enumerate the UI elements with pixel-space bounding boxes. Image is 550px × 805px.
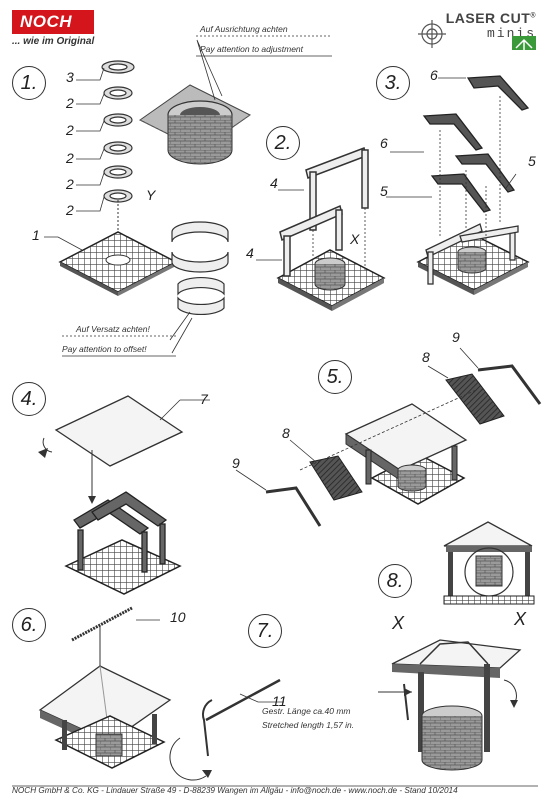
- part-label-6: 6: [430, 67, 438, 83]
- part-label-5: 5: [380, 183, 388, 199]
- part-label-4: 4: [246, 245, 254, 261]
- alignment-note-de: Auf Ausrichtung achten: [200, 24, 288, 34]
- alignment-note-en: Pay attention to adjustment: [200, 44, 304, 54]
- part-label-6: 6: [380, 135, 388, 151]
- step-2-marker: 2.: [266, 126, 300, 160]
- step1-drawing: [44, 39, 251, 354]
- step-4-marker: 4.: [12, 382, 46, 416]
- part-label-11: 11: [272, 693, 287, 709]
- part-label-2: 2: [66, 150, 74, 166]
- step3-drawing: [386, 75, 530, 295]
- step-7-marker: 7.: [248, 614, 282, 648]
- brand-tagline: ... wie im Original: [12, 36, 95, 47]
- part-label-7: 7: [200, 391, 208, 407]
- axis-label-x: X: [350, 231, 360, 247]
- part-label-8: 8: [422, 349, 430, 365]
- step-5-marker: 5.: [318, 360, 352, 394]
- step8-drawing: [378, 639, 522, 771]
- step-3-marker: 3.: [376, 66, 410, 100]
- part-label-10: 10: [170, 609, 186, 625]
- noch-logo: NOCH ... wie im Original: [12, 10, 95, 47]
- axis-label-y: Y: [146, 187, 156, 203]
- part-label-9: 9: [232, 455, 240, 471]
- length-note-en: Stretched length 1,57 in.: [262, 720, 355, 730]
- part-label-2: 2: [66, 202, 74, 218]
- length-note-de: Gestr. Länge ca.40 mm: [262, 706, 351, 716]
- part-label-2: 2: [66, 176, 74, 192]
- step-8-marker: 8.: [378, 564, 412, 598]
- step5-drawing: [235, 347, 542, 527]
- part-label-9: 9: [452, 329, 460, 345]
- offset-note-de: Auf Versatz achten!: [76, 324, 150, 334]
- offset-note-en: Pay attention to offset!: [62, 344, 147, 354]
- part-label-4: 4: [270, 175, 278, 191]
- step2-drawing: [256, 146, 386, 311]
- part-label-5: 5: [528, 153, 536, 169]
- step-1-marker: 1.: [12, 66, 46, 100]
- step7-drawing: [169, 678, 284, 781]
- step-6-marker: 6.: [12, 608, 46, 642]
- part-label-2: 2: [66, 122, 74, 138]
- product-line-top: LASER CUT: [445, 10, 531, 26]
- registered-mark: ®: [530, 12, 536, 20]
- part-label-2: 2: [66, 95, 74, 111]
- part-label-3: 3: [66, 69, 74, 85]
- part-label-1: 1: [32, 227, 40, 243]
- axis-label-x-right: X: [514, 609, 527, 629]
- crosshair-icon: [418, 20, 446, 48]
- step4-drawing: [38, 395, 210, 595]
- step6-drawing: [38, 606, 172, 769]
- footer-address: NOCH GmbH & Co. KG - Lindauer Straße 49 …: [12, 786, 458, 795]
- step8-detail: [443, 521, 535, 605]
- axis-label-x-left: X: [392, 613, 405, 633]
- part-label-8: 8: [282, 425, 290, 441]
- brand-name: NOCH: [12, 10, 95, 34]
